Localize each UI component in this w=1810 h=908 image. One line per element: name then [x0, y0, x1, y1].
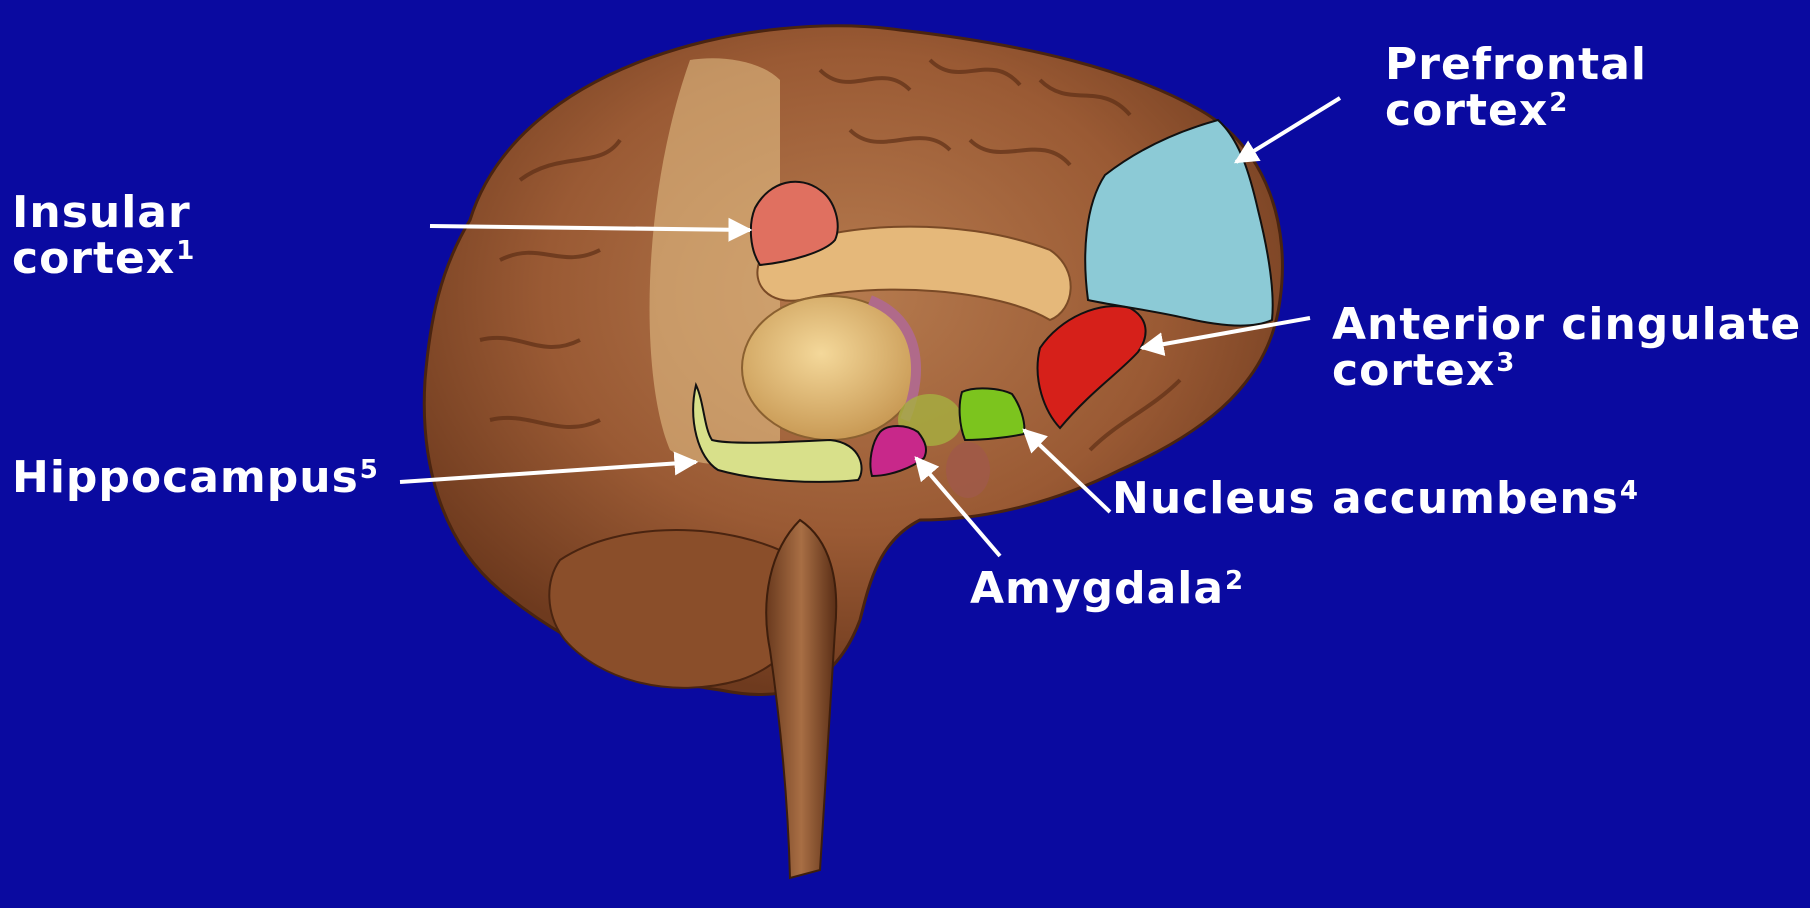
label-anterior-cingulate-line2: cortex — [1332, 345, 1495, 396]
label-nucleus-accumbens: Nucleus accumbens4 — [1112, 476, 1639, 522]
label-nucleus-accumbens-text: Nucleus accumbens — [1112, 473, 1619, 524]
label-insular-ref: 1 — [176, 236, 195, 266]
label-insular-line2: cortex — [12, 233, 175, 284]
label-amygdala-ref: 2 — [1225, 566, 1244, 596]
mammillary-body — [946, 442, 990, 498]
label-amygdala-text: Amygdala — [970, 563, 1224, 614]
label-amygdala: Amygdala2 — [970, 566, 1244, 612]
brain-stem — [766, 520, 836, 878]
label-anterior-cingulate-ref: 3 — [1496, 348, 1515, 378]
nucleus-accumbens-region — [960, 388, 1025, 440]
label-hippocampus-ref: 5 — [360, 455, 379, 485]
arrow-prefrontal — [1236, 98, 1340, 162]
label-prefrontal-line1: Prefrontal — [1385, 42, 1647, 88]
label-prefrontal-line2: cortex — [1385, 85, 1548, 136]
label-insular-cortex: Insular cortex1 — [12, 190, 195, 282]
label-prefrontal-cortex: Prefrontal cortex2 — [1385, 42, 1647, 134]
label-anterior-cingulate-cortex: Anterior cingulate cortex3 — [1332, 302, 1801, 394]
label-insular-line1: Insular — [12, 190, 195, 236]
label-anterior-cingulate-line1: Anterior cingulate — [1332, 302, 1801, 348]
label-hippocampus-text: Hippocampus — [12, 452, 359, 503]
label-prefrontal-ref: 2 — [1549, 88, 1568, 118]
label-hippocampus: Hippocampus5 — [12, 455, 379, 501]
label-nucleus-accumbens-ref: 4 — [1620, 476, 1639, 506]
